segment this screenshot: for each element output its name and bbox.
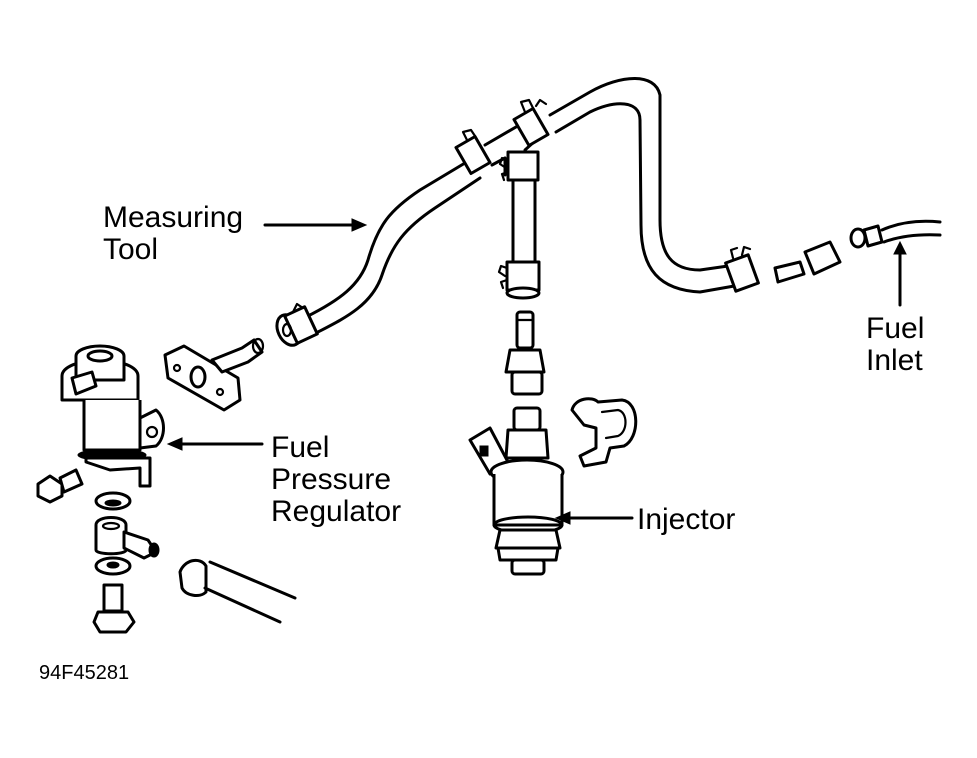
injector-clip xyxy=(570,397,638,468)
banjo-fitting xyxy=(94,516,160,560)
leader-regulator xyxy=(166,437,264,451)
label-fuel-pressure-regulator: Fuel Pressure Regulator xyxy=(271,431,402,528)
leader-fuel-inlet xyxy=(893,240,907,307)
t-fitting xyxy=(483,98,550,177)
label-injector: Injector xyxy=(637,503,736,536)
injector xyxy=(468,406,565,576)
label-fuel-inlet: Fuel Inlet xyxy=(866,312,925,377)
measuring-tool-hose xyxy=(275,128,492,347)
gaskets xyxy=(94,491,132,576)
return-hose xyxy=(178,558,297,624)
vertical-hose xyxy=(497,150,541,300)
injector-adapter xyxy=(504,310,546,396)
measuring-tool-hose-right xyxy=(548,77,760,294)
leader-injector xyxy=(554,511,634,525)
regulator-flange-adapter xyxy=(163,337,265,412)
banjo-bolt xyxy=(92,583,136,634)
label-measuring-tool: Measuring Tool xyxy=(103,201,244,266)
fuel-pressure-regulator xyxy=(60,344,165,488)
union-adapter xyxy=(773,240,842,284)
union-bolt xyxy=(36,468,84,504)
leader-measuring-tool xyxy=(263,218,368,232)
fuel-inlet-pipe xyxy=(849,219,942,249)
figure-id: 94F45281 xyxy=(39,662,130,684)
